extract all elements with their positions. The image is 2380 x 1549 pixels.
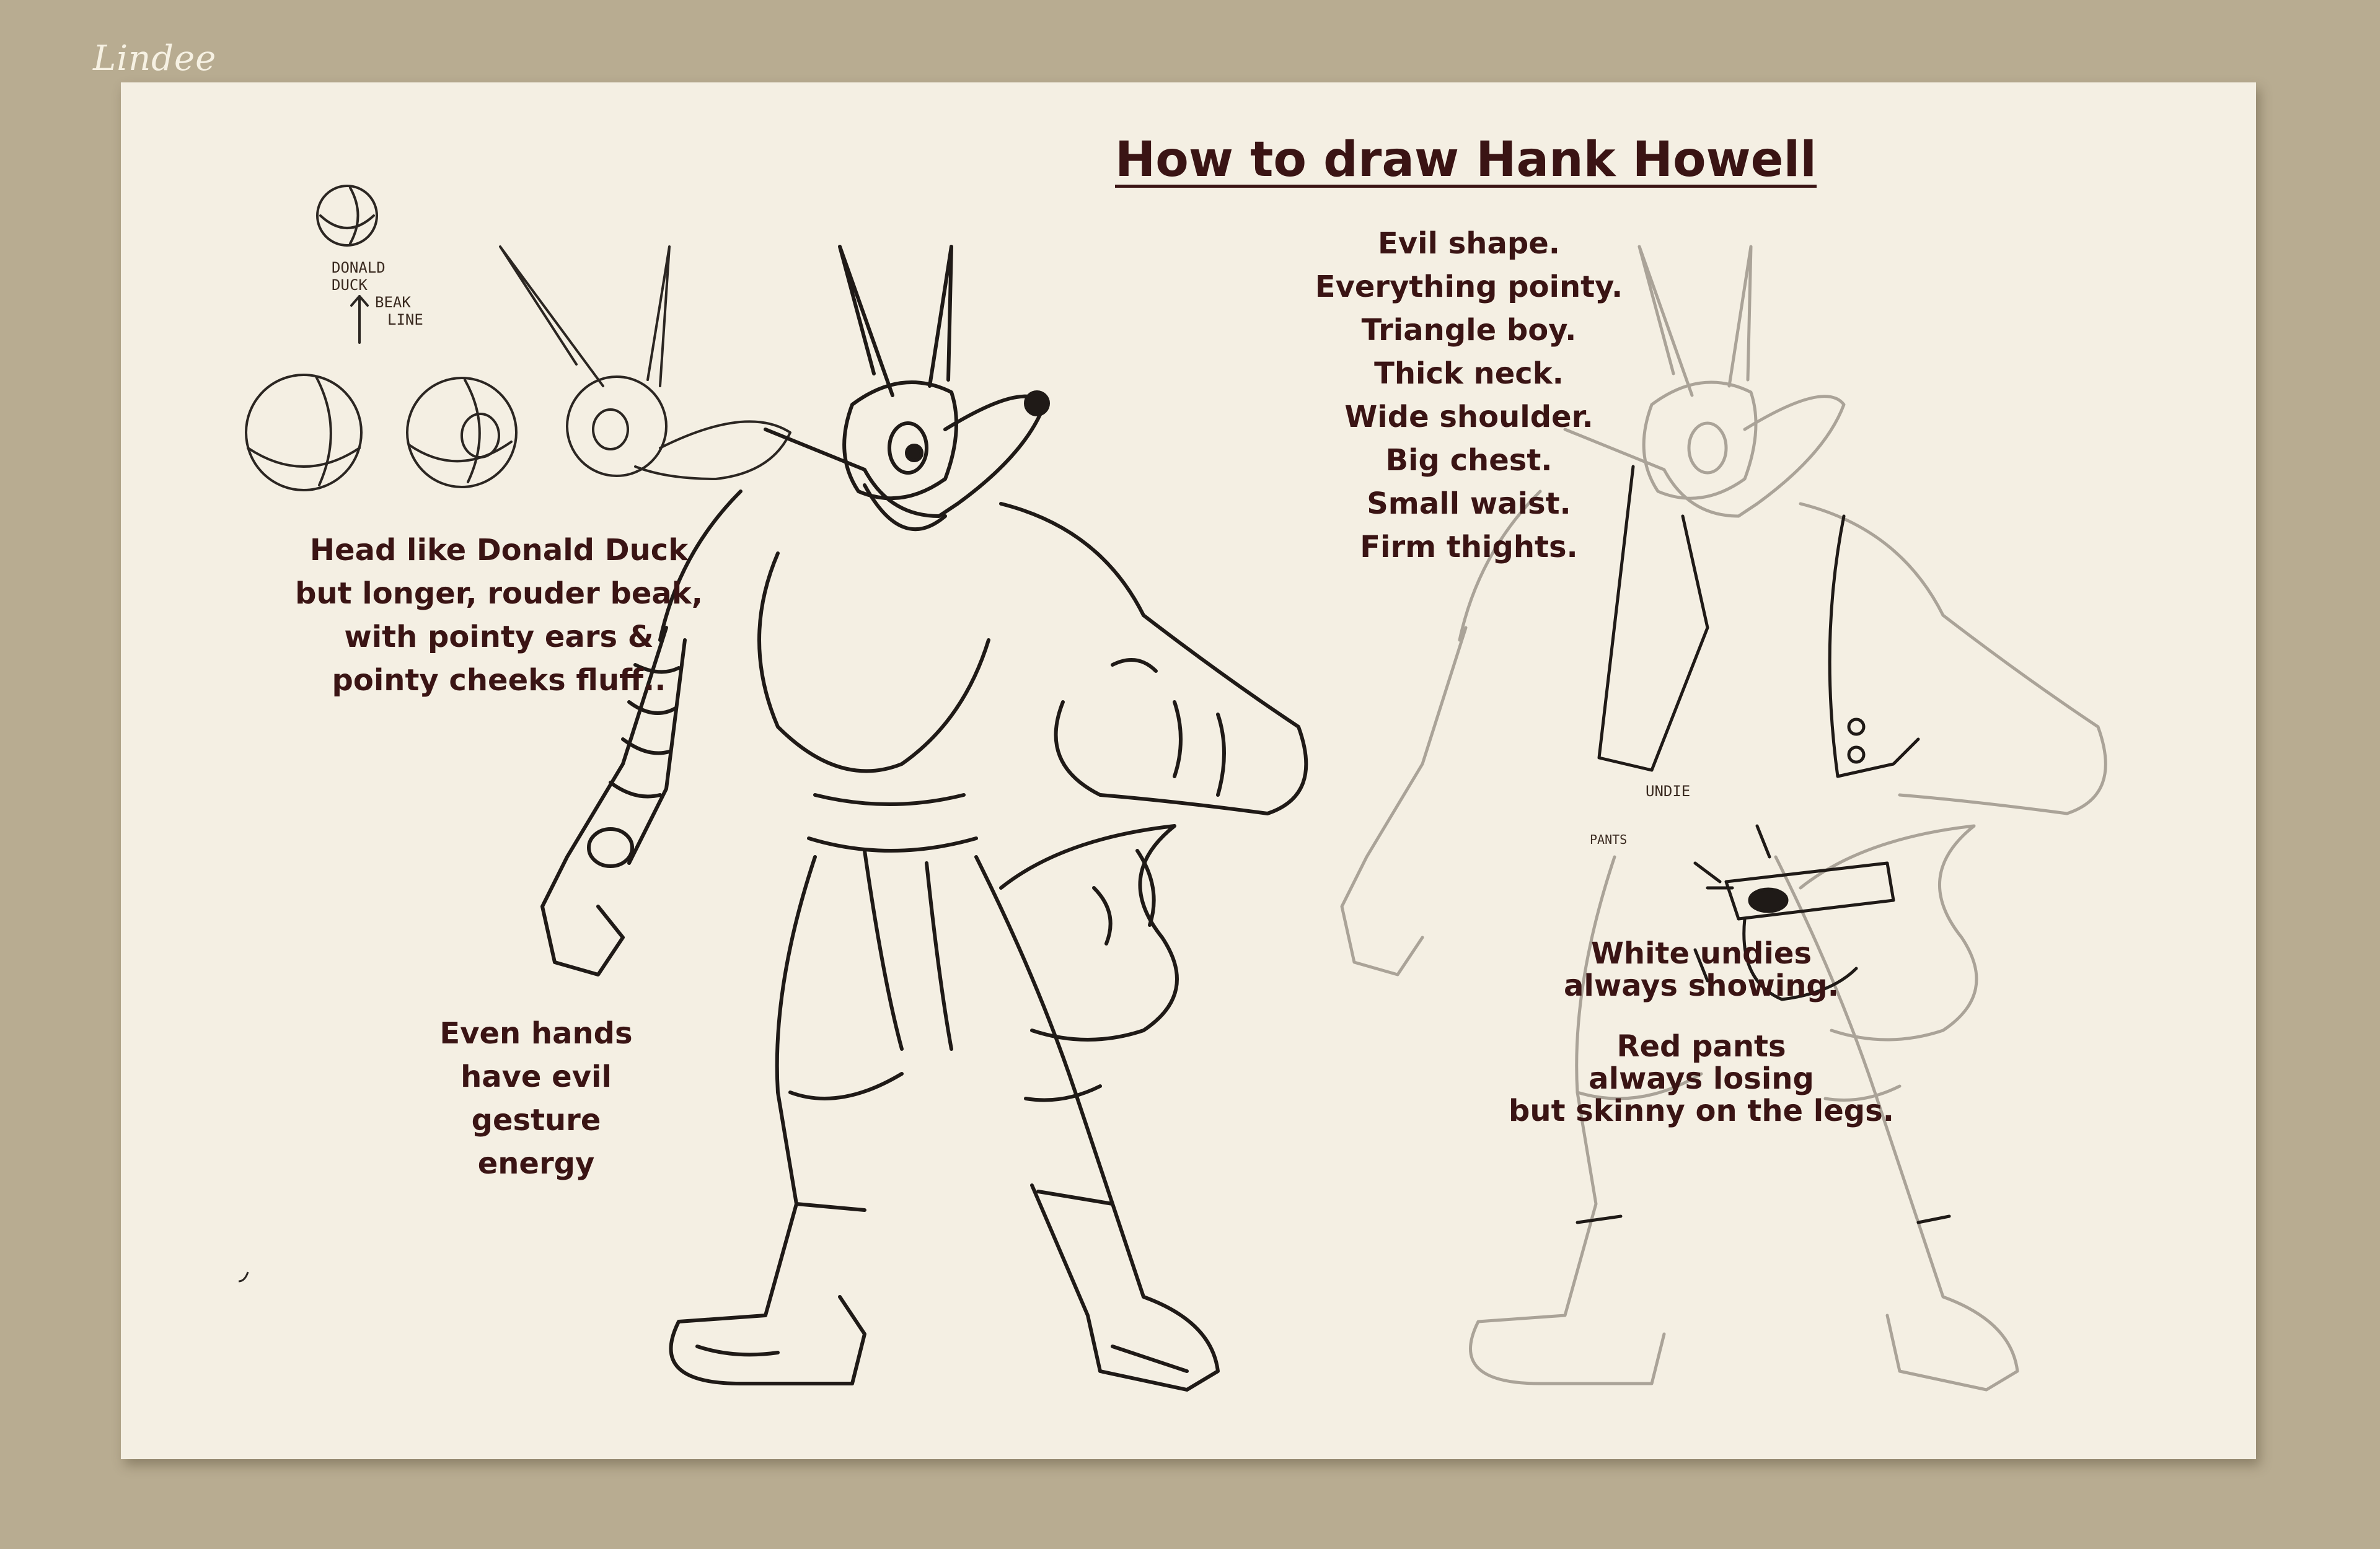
head-note-line: pointy cheeks fluff.. <box>332 663 666 698</box>
head-construction-small <box>316 185 378 247</box>
sketch-label-undie: UNDIE <box>1646 783 1691 800</box>
shape-note-line: Everything pointy. <box>1315 270 1623 304</box>
pants-note: White undies always showing. Red pants a… <box>1329 937 2073 1127</box>
sketch-sheet: DONALD DUCK BEAK LINE UNDIE PANTS How to… <box>121 82 2256 1459</box>
shape-note: Evil shape. Everything pointy. Triangle … <box>1131 222 1807 569</box>
shape-note-line: Big chest. <box>1385 443 1553 478</box>
sketch-drawings <box>238 185 2107 1392</box>
pants-note-line: but skinny on the legs. <box>1509 1094 1894 1128</box>
undies-note-line: White undies <box>1590 936 1812 971</box>
head-construction-1 <box>245 374 363 491</box>
sketch-label-donald: DONALD <box>332 259 386 276</box>
hands-note-line: energy <box>477 1146 595 1181</box>
sketch-label-beak: BEAK <box>375 294 411 311</box>
shape-note-line: Wide shoulder. <box>1344 400 1593 434</box>
hands-note-line: Even hands <box>439 1016 633 1051</box>
pants-note-line: always losing <box>1589 1061 1814 1096</box>
vest-lineart <box>1576 465 1951 1224</box>
sketch-label-pants: PANTS <box>1590 832 1628 847</box>
head-construction-3 <box>499 245 791 480</box>
sketch-label-duck: DUCK <box>332 276 368 294</box>
hands-note-line: gesture <box>471 1103 601 1138</box>
sketch-label-line: DONALD DUCK BEAK LINE <box>332 259 423 328</box>
artist-signature: Lindee <box>93 38 217 79</box>
shape-note-line: Firm thights. <box>1360 530 1578 564</box>
hands-note: Even hands have evil gesture energy <box>325 1012 747 1185</box>
page-title: How to draw Hank Howell <box>1114 132 1817 188</box>
character-lineart <box>540 245 1308 1392</box>
head-note-line: Head like Donald Duck <box>309 533 689 568</box>
hands-note-line: have evil <box>461 1060 612 1094</box>
head-note-line: with pointy ears & <box>344 620 654 654</box>
character-outfit-lineart <box>1340 245 2107 1392</box>
pants-note-line: Red pants <box>1616 1029 1786 1064</box>
shape-note-line: Evil shape. <box>1378 226 1560 261</box>
shape-note-line: Small waist. <box>1367 486 1571 521</box>
head-note: Head like Donald Duck but longer, rouder… <box>214 529 784 702</box>
undies-note-line: always showing. <box>1564 968 1839 1003</box>
head-construction-2 <box>406 377 518 488</box>
shape-note-line: Thick neck. <box>1374 356 1564 391</box>
head-note-line: but longer, rouder beak, <box>295 576 703 611</box>
shape-note-line: Triangle boy. <box>1361 313 1577 348</box>
sketch-label-line-word: LINE <box>387 311 423 328</box>
beak-arrow <box>350 295 369 344</box>
paper-mark <box>238 1271 249 1283</box>
